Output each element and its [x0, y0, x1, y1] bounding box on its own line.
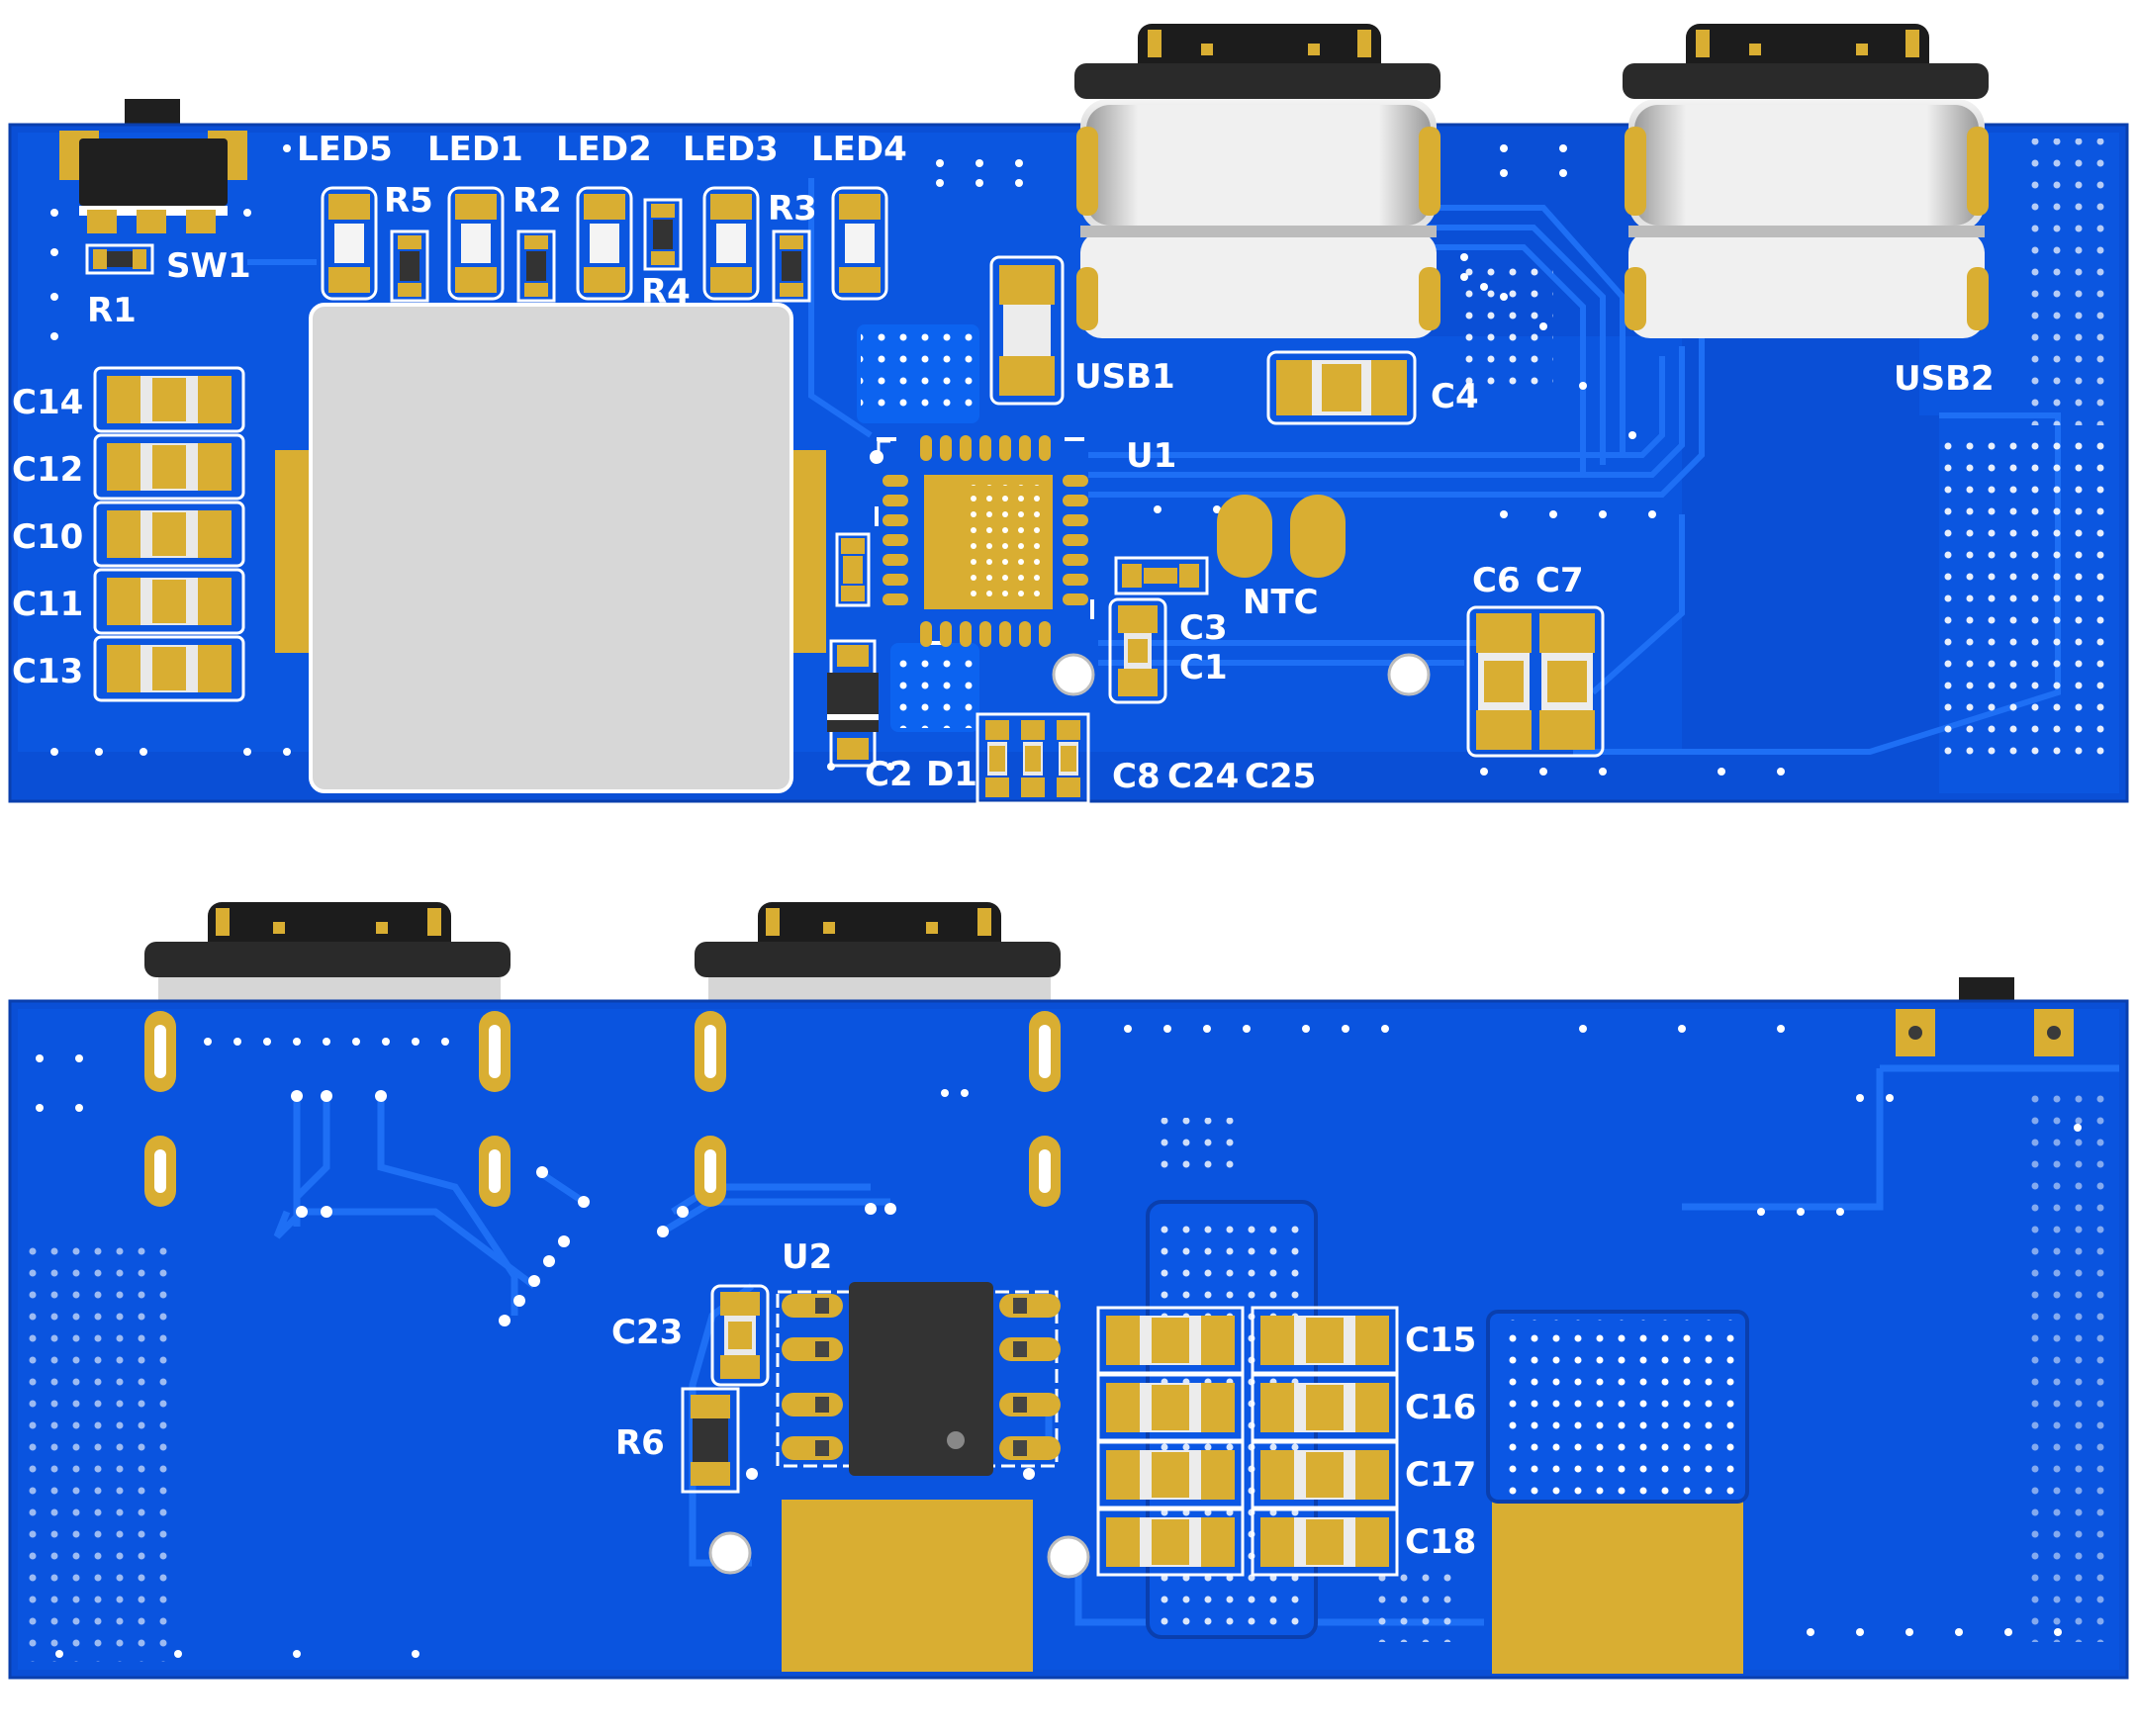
label-c7: C7 — [1535, 561, 1584, 600]
top-side: R1 SW1 C14 C12 C10 C11 C13 — [8, 24, 2129, 805]
label-c4: C4 — [1431, 377, 1479, 416]
c4-capacitor — [1266, 350, 1417, 425]
bottom-usb-left — [144, 902, 511, 1003]
label-c17: C17 — [1405, 1455, 1476, 1495]
battery-pad-left — [782, 1500, 1033, 1672]
usb2-connector — [1623, 24, 1989, 99]
top-traces — [247, 178, 1705, 695]
bottom-usb-right — [695, 902, 1061, 1003]
label-c8: C8 — [1112, 757, 1161, 796]
label-led4: LED4 — [811, 130, 907, 169]
label-r4: R4 — [641, 272, 691, 312]
label-u2: U2 — [782, 1237, 832, 1277]
mount-hole — [708, 1531, 752, 1575]
cap-near-usb1 — [989, 255, 1065, 406]
label-c3: C3 — [1179, 608, 1228, 648]
label-ntc: NTC — [1243, 583, 1319, 622]
ntc-pads — [1217, 495, 1346, 578]
label-led3: LED3 — [683, 130, 779, 169]
u1-chip — [870, 435, 1094, 647]
label-c15: C15 — [1405, 1321, 1476, 1360]
label-c13: C13 — [12, 652, 83, 691]
mount-hole — [1047, 1535, 1090, 1579]
c2-d1-area — [827, 532, 879, 768]
u2-chip — [776, 1282, 1061, 1476]
bottom-vias — [36, 1025, 2082, 1658]
label-c12: C12 — [12, 450, 83, 490]
label-r5: R5 — [384, 181, 433, 221]
label-c2: C2 — [865, 755, 913, 794]
label-r1: R1 — [87, 291, 137, 330]
c8-c24-c25 — [976, 712, 1090, 805]
label-c6: C6 — [1472, 561, 1521, 600]
switch-actuator-bottom — [1959, 977, 2014, 1001]
inductor — [275, 303, 826, 793]
label-led2: LED2 — [556, 130, 652, 169]
bottom-side: U2 C23 R6 C15 C16 C17 — [8, 902, 2129, 1680]
label-d1: D1 — [926, 755, 977, 794]
usb1-connector — [1074, 24, 1440, 99]
switch-tht-pads — [1896, 1009, 2074, 1056]
r1-resistor — [85, 243, 154, 275]
label-c25: C25 — [1245, 757, 1316, 796]
usb1-shell — [1076, 99, 1440, 338]
mount-hole — [1052, 653, 1095, 696]
sw1-switch — [59, 131, 247, 233]
battery-pad-right — [1492, 1502, 1743, 1674]
label-r6: R6 — [615, 1423, 665, 1463]
usb2-shell — [1625, 99, 1989, 338]
label-c14: C14 — [12, 383, 83, 422]
label-c1: C1 — [1179, 648, 1228, 687]
label-c11: C11 — [12, 585, 83, 624]
led-resistor-row — [321, 186, 888, 303]
label-c23: C23 — [611, 1313, 683, 1352]
label-r3: R3 — [768, 189, 817, 228]
label-led5: LED5 — [297, 130, 393, 169]
cap-array-c15-c18 — [1096, 1306, 1399, 1577]
c6-c7 — [1466, 605, 1605, 758]
c23-r6 — [681, 1284, 770, 1494]
label-r2: R2 — [512, 181, 562, 221]
c3-c1 — [1108, 556, 1209, 704]
label-c16: C16 — [1405, 1388, 1476, 1427]
label-usb2: USB2 — [1894, 359, 1995, 399]
mount-hole — [1387, 653, 1431, 696]
left-capacitor-column — [93, 366, 245, 702]
label-led1: LED1 — [427, 130, 523, 169]
label-c10: C10 — [12, 517, 83, 557]
usb-tht-pads — [144, 1011, 1061, 1207]
label-c24: C24 — [1167, 757, 1239, 796]
label-sw1: SW1 — [166, 246, 251, 286]
label-c18: C18 — [1405, 1522, 1476, 1562]
label-usb1: USB1 — [1074, 357, 1175, 397]
label-u1: U1 — [1126, 436, 1176, 476]
